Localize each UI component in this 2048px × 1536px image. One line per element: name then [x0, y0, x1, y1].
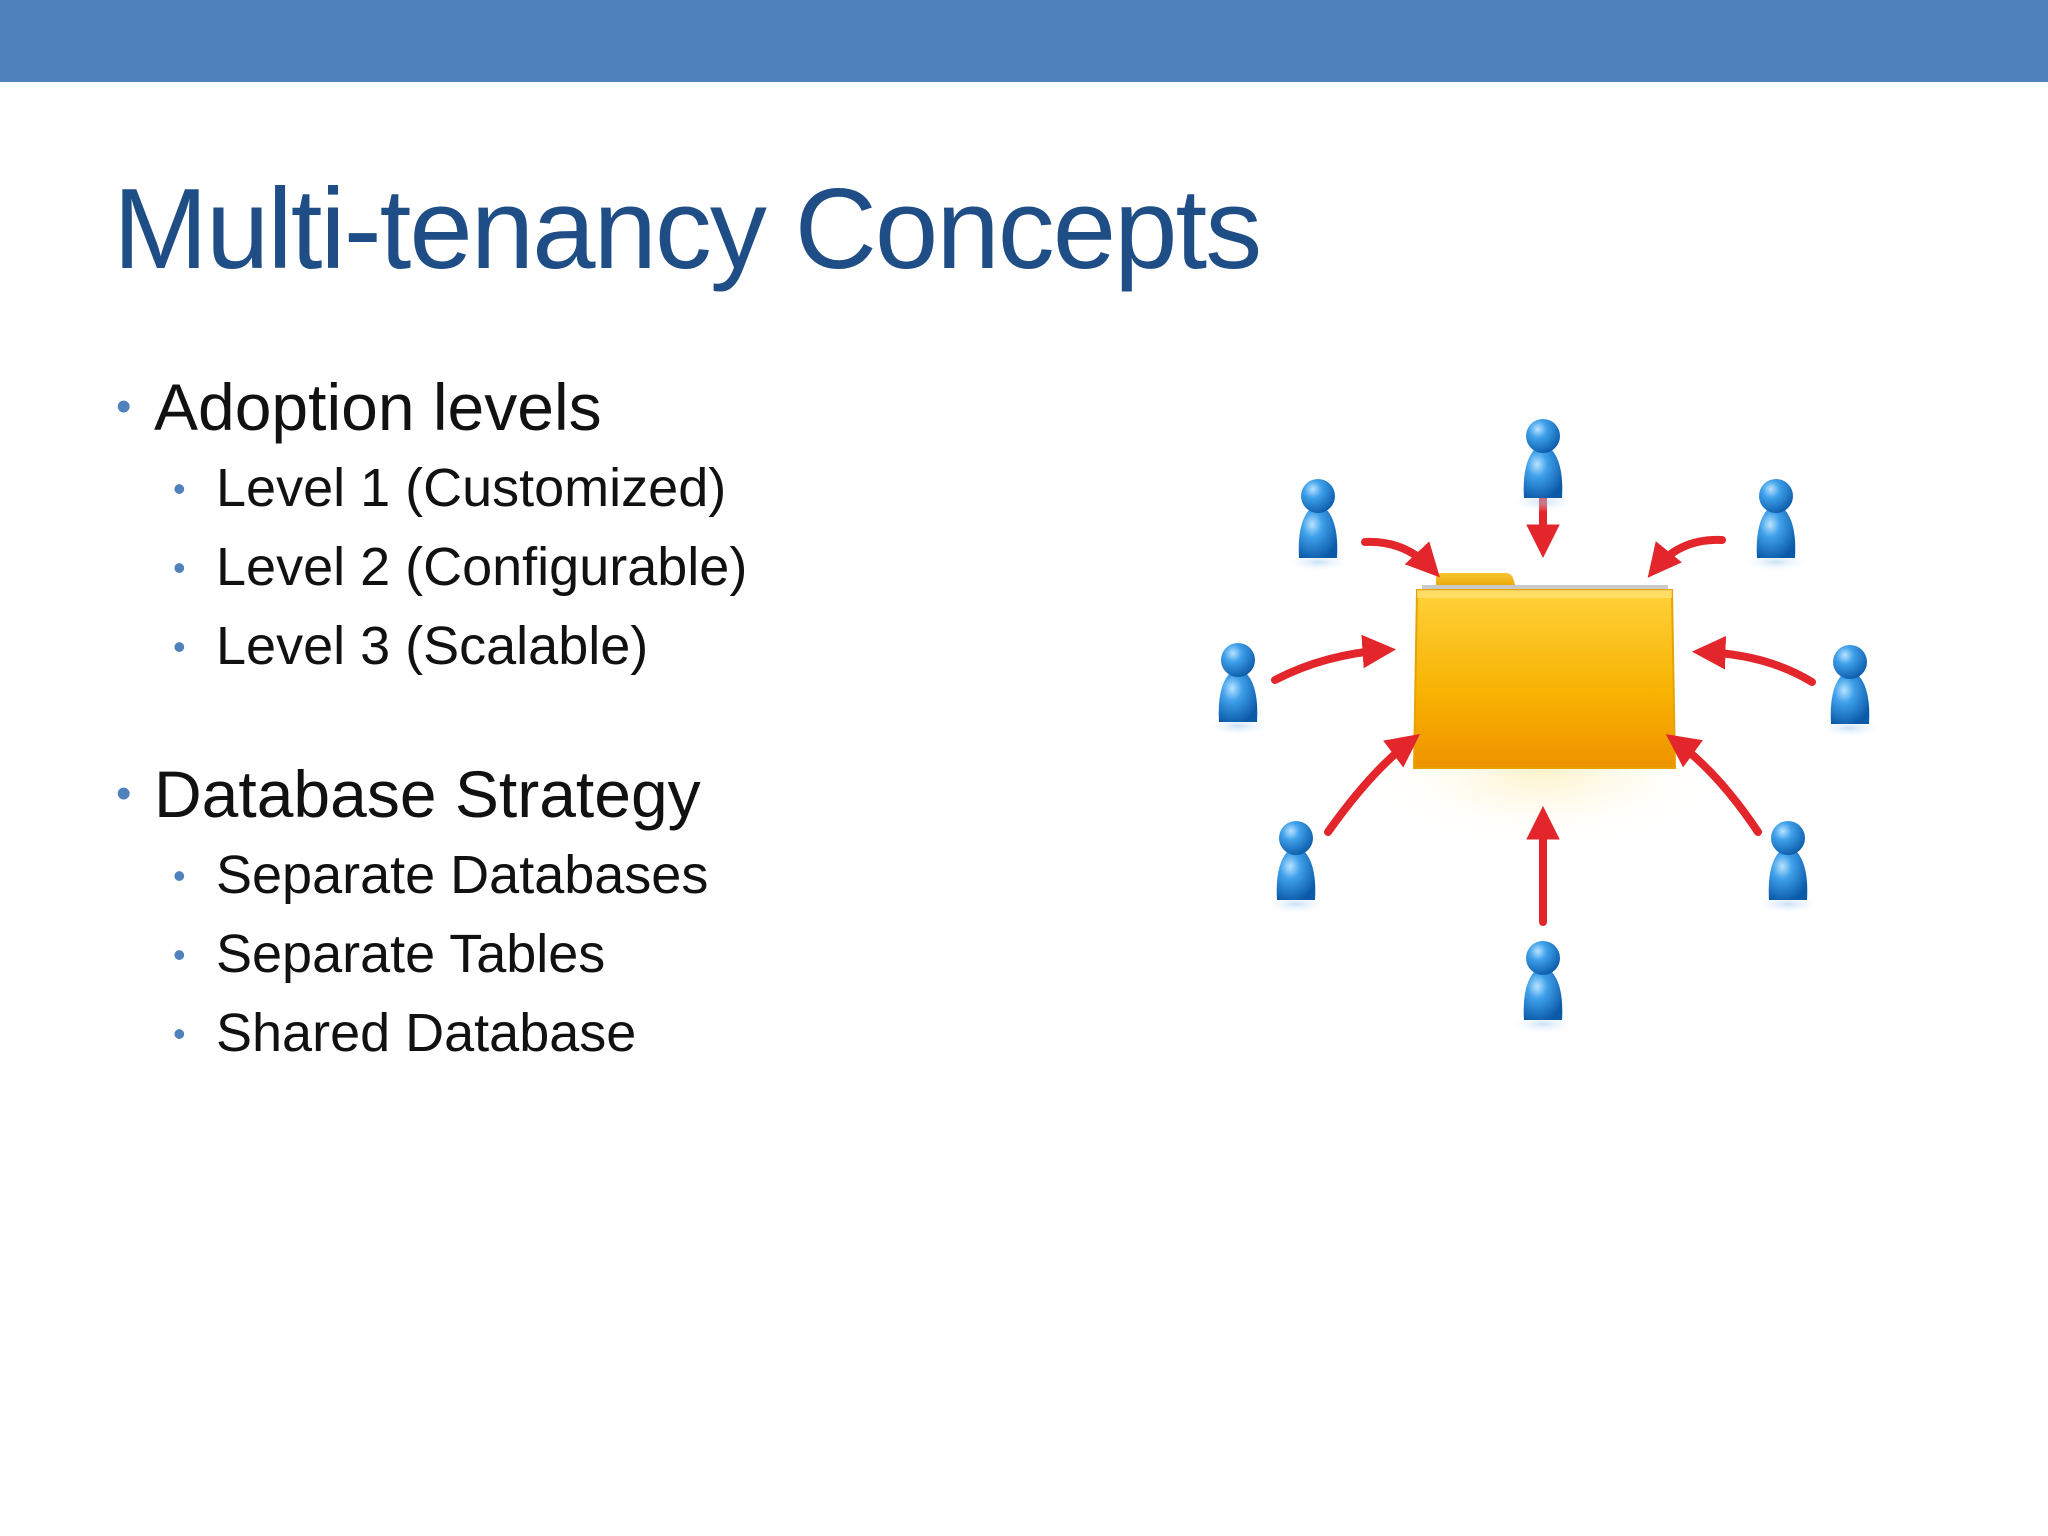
person-icon: [1509, 941, 1577, 1034]
bullet-icon: •: [173, 626, 186, 667]
person-icon: [1742, 479, 1810, 572]
list-item: • Level 3 (Scalable): [110, 607, 1160, 686]
list-item: • Separate Tables: [110, 915, 1160, 994]
list-item-text: Separate Databases: [216, 845, 709, 905]
bullet-icon: •: [116, 382, 132, 431]
header-bar: [0, 0, 2048, 82]
list-item-text: Level 3 (Scalable): [216, 616, 649, 676]
person-icon: [1816, 645, 1884, 738]
arrow-icon: [1271, 634, 1397, 684]
list-item-text: Shared Database: [216, 1003, 637, 1063]
person-icon: [1262, 821, 1330, 914]
bullet-icon: •: [173, 1013, 186, 1054]
bullet-icon: •: [173, 934, 186, 975]
arrow-icon: [1324, 733, 1421, 836]
list-item-text: Level 1 (Customized): [216, 458, 727, 518]
multi-tenancy-graphic: [1204, 419, 1884, 1034]
slide-title: Multi-tenancy Concepts: [113, 166, 1262, 293]
section-database-strategy: • Database Strategy • Separate Databases…: [110, 752, 1160, 1073]
arrow-icon: [1665, 734, 1762, 836]
bullet-icon: •: [173, 855, 186, 896]
bullet-adoption-levels: • Adoption levels: [110, 365, 1160, 449]
list-item: • Level 1 (Customized): [110, 449, 1160, 528]
adoption-levels-list: • Level 1 (Customized) • Level 2 (Config…: [110, 449, 1160, 686]
slide-content: • Adoption levels • Level 1 (Customized)…: [110, 365, 1160, 1139]
bullet-icon: •: [173, 547, 186, 588]
list-item: • Separate Databases: [110, 836, 1160, 915]
bullet-text: Database Strategy: [154, 757, 701, 831]
bullet-text: Adoption levels: [154, 370, 602, 444]
arrow-icon: [1691, 635, 1816, 686]
bullet-icon: •: [173, 468, 186, 509]
arrow-icon: [1647, 535, 1726, 578]
person-icon: [1204, 643, 1272, 736]
list-item-text: Level 2 (Configurable): [216, 537, 748, 597]
list-item: • Level 2 (Configurable): [110, 528, 1160, 607]
list-item-text: Separate Tables: [216, 924, 606, 984]
bullet-icon: •: [116, 769, 132, 818]
arrow-icon: [1361, 537, 1440, 578]
section-adoption-levels: • Adoption levels • Level 1 (Customized)…: [110, 365, 1160, 686]
folder-icon: [1412, 573, 1677, 769]
bullet-database-strategy: • Database Strategy: [110, 752, 1160, 836]
person-icon: [1284, 479, 1352, 572]
person-icon: [1754, 821, 1822, 914]
list-item: • Shared Database: [110, 994, 1160, 1073]
person-icon: [1509, 419, 1577, 512]
database-strategy-list: • Separate Databases • Separate Tables •…: [110, 836, 1160, 1073]
